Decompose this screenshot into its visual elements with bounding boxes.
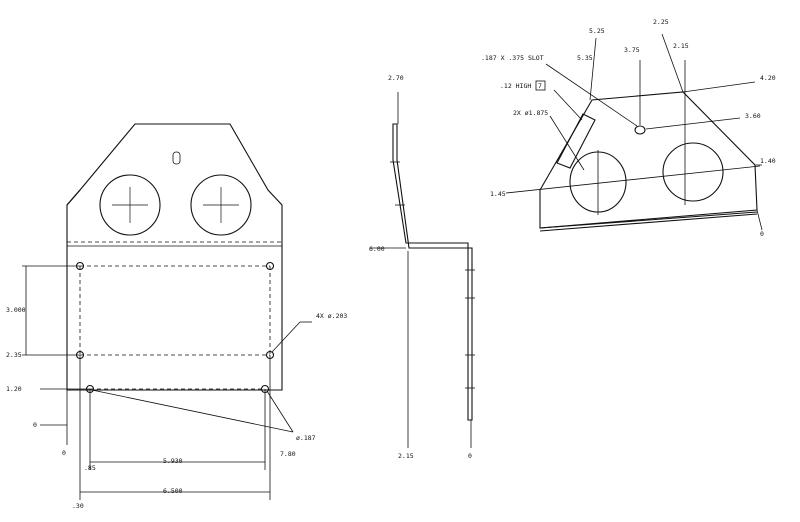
dim-label: 3.60 <box>745 112 761 120</box>
iso-view: 5.25 2.25 3.75 2.15 5.35 4.20 3.60 1.40 … <box>481 18 776 238</box>
dim-label: 1.20 <box>6 385 22 393</box>
dim-label: 1.40 <box>760 157 776 165</box>
callout-holes-4x: 4X ø.203 <box>316 312 347 320</box>
iso-small-hole <box>634 125 646 135</box>
dim-label: 5.930 <box>163 457 183 465</box>
front-chamfer-left <box>66 189 81 206</box>
iso-centerline <box>505 165 761 194</box>
dim-label: 0 <box>468 452 472 460</box>
iso-extension <box>589 37 597 101</box>
iso-slot <box>556 113 596 169</box>
front-view-outline <box>66 123 283 391</box>
large-hole-right <box>190 174 252 236</box>
callout-high: .12 HIGH <box>500 82 531 90</box>
callout-high-box <box>535 80 546 91</box>
dim-label: 3.000 <box>6 306 26 314</box>
callout-high-box-value: 7 <box>538 82 542 90</box>
callout-holes: 2X ø1.875 <box>513 109 548 117</box>
dim-label: 4.20 <box>760 74 776 82</box>
dim-label: 3.75 <box>624 46 640 54</box>
dim-label: 2.15 <box>398 452 414 460</box>
leader-line <box>553 89 583 121</box>
iso-extension <box>756 209 763 231</box>
dim-label: 6.500 <box>163 487 183 495</box>
leader-line <box>91 389 294 433</box>
iso-extension <box>661 33 684 93</box>
dim-label: 0 <box>33 421 37 429</box>
side-view-profile <box>392 123 473 421</box>
dim-label: 2.15 <box>673 42 689 50</box>
dim-label: .30 <box>72 502 84 510</box>
side-view: 2.70 6.00 2.15 0 <box>369 74 475 460</box>
iso-view-outline <box>539 91 758 229</box>
dim-label: 0 <box>62 449 66 457</box>
iso-large-hole-right <box>662 142 724 202</box>
large-hole-left <box>99 174 161 236</box>
leader-line <box>266 390 294 433</box>
callout-slot: .187 X .375 SLOT <box>481 54 544 62</box>
front-view: 3.000 2.35 1.20 0 0 7.80 .85 5.930 6.500… <box>6 123 347 510</box>
leader-line <box>271 321 301 353</box>
iso-bottom-edge <box>539 211 758 229</box>
dim-label: 1.45 <box>490 190 506 198</box>
dim-label: 0 <box>760 230 764 238</box>
dim-label: 2.35 <box>6 351 22 359</box>
leader-line <box>549 115 585 171</box>
small-hole <box>265 261 275 271</box>
dim-label: 2.25 <box>653 18 669 26</box>
dim-label: 2.70 <box>388 74 404 82</box>
dim-label: .85 <box>84 464 96 472</box>
iso-bottom-edge <box>539 213 758 232</box>
slot-feature <box>172 151 181 165</box>
callout-holes-2x: ø.187 <box>296 434 316 442</box>
dim-label: 5.25 <box>589 27 605 35</box>
dim-label: 6.00 <box>369 245 385 253</box>
iso-extension <box>682 81 756 93</box>
iso-extension <box>645 117 741 130</box>
leader-line <box>545 63 638 127</box>
dim-label: 7.80 <box>280 450 296 458</box>
dim-label: 5.35 <box>577 54 593 62</box>
